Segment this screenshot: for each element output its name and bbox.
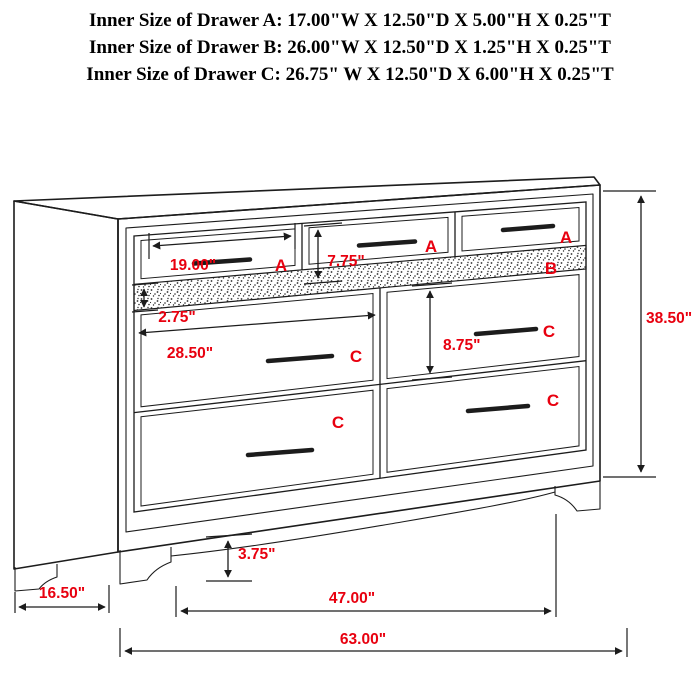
dresser-front-mid-frame [125, 193, 594, 533]
back-left-foot [14, 564, 58, 592]
drawer-a1-face [140, 228, 296, 280]
dresser-feet [14, 480, 601, 592]
dim-c-width-arrow [138, 311, 376, 337]
dim-c-width-value: 28.50" [167, 345, 213, 362]
dim-b-height-tick-bottom [131, 309, 159, 313]
dresser-front-inner-frame [133, 201, 587, 513]
drawer-a2-label: A [425, 237, 437, 256]
jewelry-drawer-b-band [133, 244, 587, 312]
drawer-handles [191, 223, 556, 458]
dim-depth-value: 16.50" [39, 585, 85, 602]
c-row-divider [133, 360, 587, 414]
drawer-c-left-top-label: C [350, 347, 362, 366]
dim-b-height-value: 2.75" [158, 309, 196, 326]
drawer-a3-label: A [560, 228, 572, 247]
drawer-c-left-top-handle-icon [265, 353, 335, 364]
drawer-a1-handle-icon [191, 257, 253, 266]
drawer-a2-face [308, 216, 449, 265]
dim-c-height-value: 8.75" [443, 337, 481, 354]
dresser-front-outer-frame [117, 184, 601, 553]
dim-a-width-value: 19.00" [170, 257, 216, 274]
dresser-left-side-panel [13, 200, 119, 570]
dim-a-height-tick-top [303, 222, 343, 227]
drawer-c-right-bottom-label: C [547, 391, 559, 410]
front-right-foot [554, 480, 601, 512]
drawer-c-right-top-face [386, 274, 580, 380]
drawer-c-right-top-handle-icon [473, 326, 539, 337]
drawer-letter-labels: A A A B C C C C [275, 228, 572, 432]
dim-b-height-tick-top [131, 282, 159, 286]
drawer-c-left-bottom-handle-icon [245, 447, 315, 458]
drawer-c-right-bottom-face [386, 365, 580, 473]
dim-c-height-tick-top [411, 282, 453, 287]
drawer-c-left-bottom-label: C [332, 413, 344, 432]
front-left-foot [119, 547, 172, 585]
dresser-cabinet [13, 176, 601, 570]
dim-height-value: 38.50" [646, 310, 692, 327]
dim-leg-tick-top [205, 533, 253, 538]
inner-size-line-a: Inner Size of Drawer A: 17.00"W X 12.50"… [89, 10, 611, 31]
dimension-value-labels: 19.00" 7.75" 2.75" 28.50" 8.75" 38.50" 3… [39, 253, 692, 648]
inner-size-header: Inner Size of Drawer A: 17.00"W X 12.50"… [0, 7, 700, 88]
dim-width-value: 63.00" [340, 631, 386, 648]
drawer-a3-face [461, 206, 580, 252]
inner-size-line-c: Inner Size of Drawer C: 26.75" W X 12.50… [86, 64, 614, 85]
drawer-c-left-bottom-face [140, 389, 374, 507]
drawer-a1-label: A [275, 256, 287, 275]
dim-a-height-value: 7.75" [327, 253, 365, 270]
inner-size-line-b: Inner Size of Drawer B: 26.00"W X 12.50"… [89, 37, 611, 58]
drawer-b-label: B [545, 259, 557, 278]
dim-c-height-tick-bottom [411, 376, 453, 381]
front-apron-curve [170, 491, 556, 557]
drawer-c-right-bottom-handle-icon [465, 403, 531, 414]
drawer-a2-handle-icon [356, 239, 418, 248]
dim-a-height-tick-bottom [303, 280, 343, 285]
dim-leg-value: 3.75" [238, 546, 276, 563]
drawer-c-left-top-face [140, 292, 374, 408]
dimension-lines [14, 190, 656, 657]
drawer-c-right-top-label: C [543, 322, 555, 341]
drawer-a3-handle-icon [500, 223, 556, 233]
drawer-grid [133, 211, 587, 479]
drawer-faces [140, 206, 580, 507]
dim-span-value: 47.00" [329, 590, 375, 607]
dim-a-width-arrow [152, 232, 292, 250]
